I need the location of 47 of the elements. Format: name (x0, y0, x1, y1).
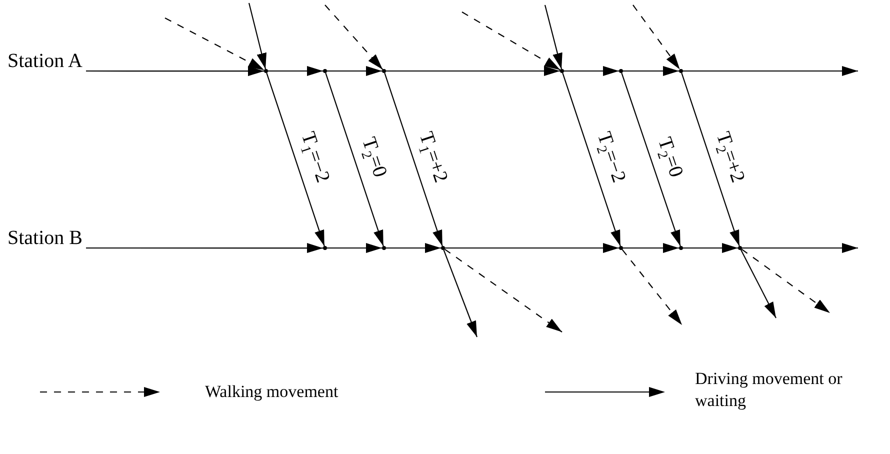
event-point (679, 69, 683, 73)
arrow (248, 2, 266, 70)
dashed-arrow (741, 248, 830, 314)
legend-text: Driving movement or waiting (695, 368, 844, 412)
arrow (325, 72, 384, 246)
arrow (327, 66, 382, 76)
event-point (441, 246, 445, 250)
event-point (738, 246, 742, 250)
event-point (382, 246, 386, 250)
station-label: Station A (4, 42, 86, 118)
arrow (384, 72, 443, 246)
event-point (560, 69, 564, 73)
event-point (619, 69, 623, 73)
arrow (562, 72, 621, 246)
event-point (619, 246, 623, 250)
dashed-arrow (444, 248, 562, 332)
arrow (445, 243, 619, 253)
arrow (544, 4, 562, 70)
arrow (268, 66, 323, 76)
dashed-arrow (622, 249, 682, 326)
arrow (86, 243, 323, 254)
arrow (623, 243, 679, 253)
event-point (323, 246, 327, 250)
arrow (443, 250, 478, 338)
dashed-arrow (164, 18, 264, 71)
event-point (382, 69, 386, 73)
dashed-arrow (632, 4, 680, 70)
event-point (264, 69, 268, 73)
arrow (740, 250, 776, 318)
arrow (742, 243, 858, 253)
dashed-arrow (324, 4, 384, 70)
legend-text: Walking movement (205, 381, 340, 403)
arrow (327, 243, 382, 253)
arrow (564, 66, 619, 76)
arrow (683, 66, 858, 76)
event-point (679, 246, 683, 250)
arrow (86, 66, 264, 76)
arrow (683, 243, 738, 253)
arrow (681, 72, 740, 246)
arrow (386, 66, 560, 76)
arrow (266, 72, 325, 246)
dashed-arrow (462, 12, 561, 70)
station-label: Station B (4, 219, 86, 295)
arrow (386, 243, 441, 253)
arrow (623, 66, 679, 76)
event-point (323, 69, 327, 73)
arrow (621, 72, 681, 246)
